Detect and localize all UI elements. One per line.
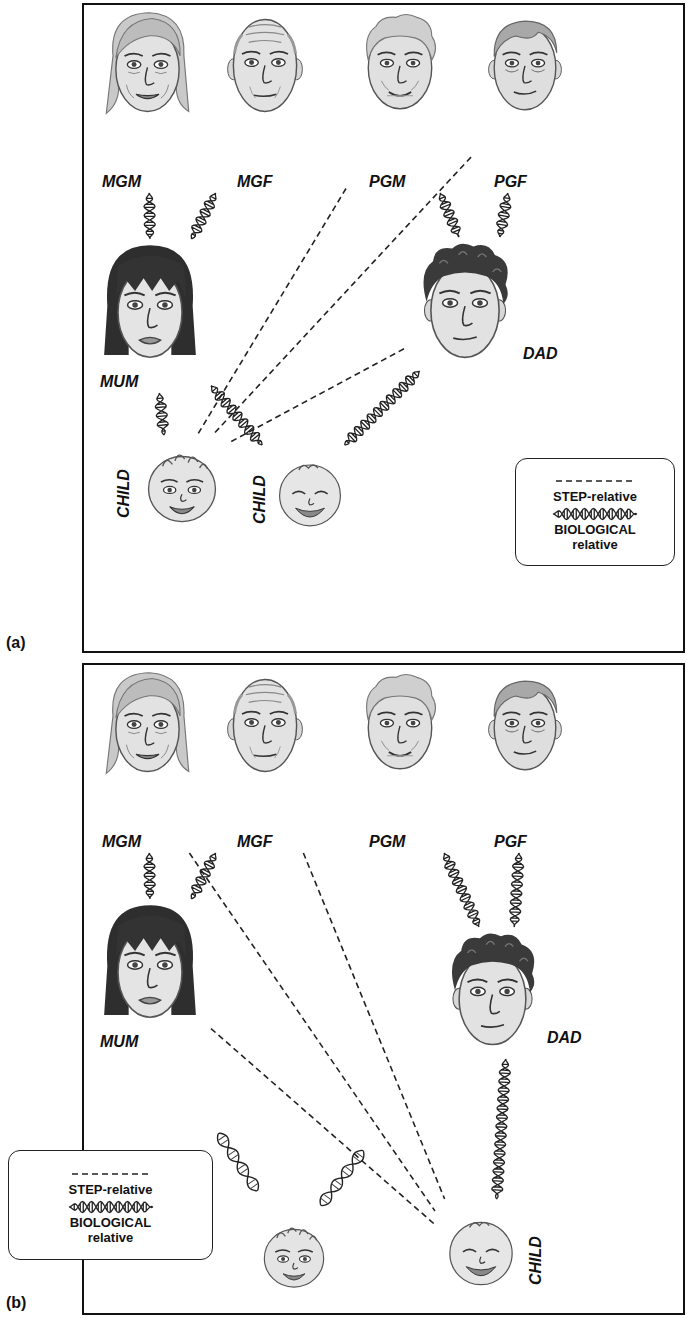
legend-text: BIOLOGICAL relative [55,1215,167,1245]
person-node: MGF [212,6,318,192]
person-node: PGM [347,666,453,852]
face-illustration [489,681,562,770]
biological-link [492,1059,510,1199]
face-illustration [367,15,436,109]
dna-segment [316,1147,367,1209]
person-label: PGF [494,832,527,851]
person-node: CHILD [248,446,352,532]
person-node: CHILD [110,436,228,528]
step-link [213,157,471,435]
person-label: MGM [102,832,141,851]
person-label: MUM [100,372,138,391]
face-illustration [489,21,562,110]
person-node: MUM [92,240,210,392]
biological-link [144,853,155,899]
legend-sample [66,1199,156,1215]
panel-label: (b) [6,1293,26,1312]
person-node: DAD [405,238,570,370]
biological-link [439,193,460,237]
legend-box: STEP-relativeBIOLOGICAL relative [515,458,675,566]
legend-text: BIOLOGICAL relative [539,522,651,552]
legend-sample [550,506,640,522]
legend-entry: BIOLOGICAL relative [55,1199,167,1245]
face-illustration [450,1222,512,1284]
face-illustration [228,679,303,771]
legend-entry: BIOLOGICAL relative [539,506,651,552]
person-label: DAD [547,1028,582,1047]
legend-box: STEP-relativeBIOLOGICAL relative [8,1150,213,1260]
biological-link [191,853,216,899]
step-line-sample [556,480,634,482]
person-label: PGF [494,172,527,191]
legend-entry: STEP-relative [66,1166,156,1197]
legend-sample [66,1166,156,1182]
person-label: PGM [369,832,405,851]
legend-entry: STEP-relative [550,473,640,504]
dna-sample [553,508,637,519]
step-link [303,853,444,1199]
legend-text: STEP-relative [69,1182,153,1197]
face-illustration [104,905,196,1017]
biological-link [497,193,511,237]
legend-sample [550,473,640,489]
face-illustration [106,13,188,114]
step-link [189,853,435,1211]
person-label: PGM [369,172,405,191]
step-line-sample [72,1173,150,1175]
biological-link [345,371,420,445]
person-node: MUM [92,900,210,1052]
person-node: PGF [472,666,578,852]
person-node: DAD [435,928,585,1058]
biological-link [144,193,155,239]
person-node: PGF [472,6,578,192]
biological-link [510,853,524,927]
person-label: MGF [237,832,273,851]
dna-segment [214,1130,262,1194]
step-link [211,1029,435,1225]
person-label: MGM [102,172,141,191]
face-illustration [280,465,341,526]
face-illustration [452,934,534,1045]
person-node: MGF [212,666,318,852]
legend-text: STEP-relative [553,489,637,504]
person-node: MGM [92,6,204,192]
dna-sample [69,1201,153,1212]
face-illustration [367,675,436,769]
face-illustration [104,245,196,357]
biological-link [211,386,262,445]
person-label: MGF [237,172,273,191]
biological-link [444,853,480,927]
step-link [229,349,404,443]
biological-link [191,193,216,239]
panel-label: (a) [6,633,26,652]
person-label: CHILD [526,1236,545,1285]
person-label: MUM [100,1032,138,1051]
biological-link [155,393,168,435]
person-label: DAD [523,344,558,363]
person-node: PGM [347,6,453,192]
face-illustration [149,455,216,521]
person-node: MGM [92,666,204,852]
face-illustration [264,1228,323,1287]
face-illustration [423,244,507,358]
person-label: CHILD [250,475,269,524]
person-node: CHILD [436,1200,551,1295]
face-illustration [228,19,303,111]
person-label: CHILD [114,469,133,518]
face-illustration [106,673,188,774]
step-link [197,189,346,435]
